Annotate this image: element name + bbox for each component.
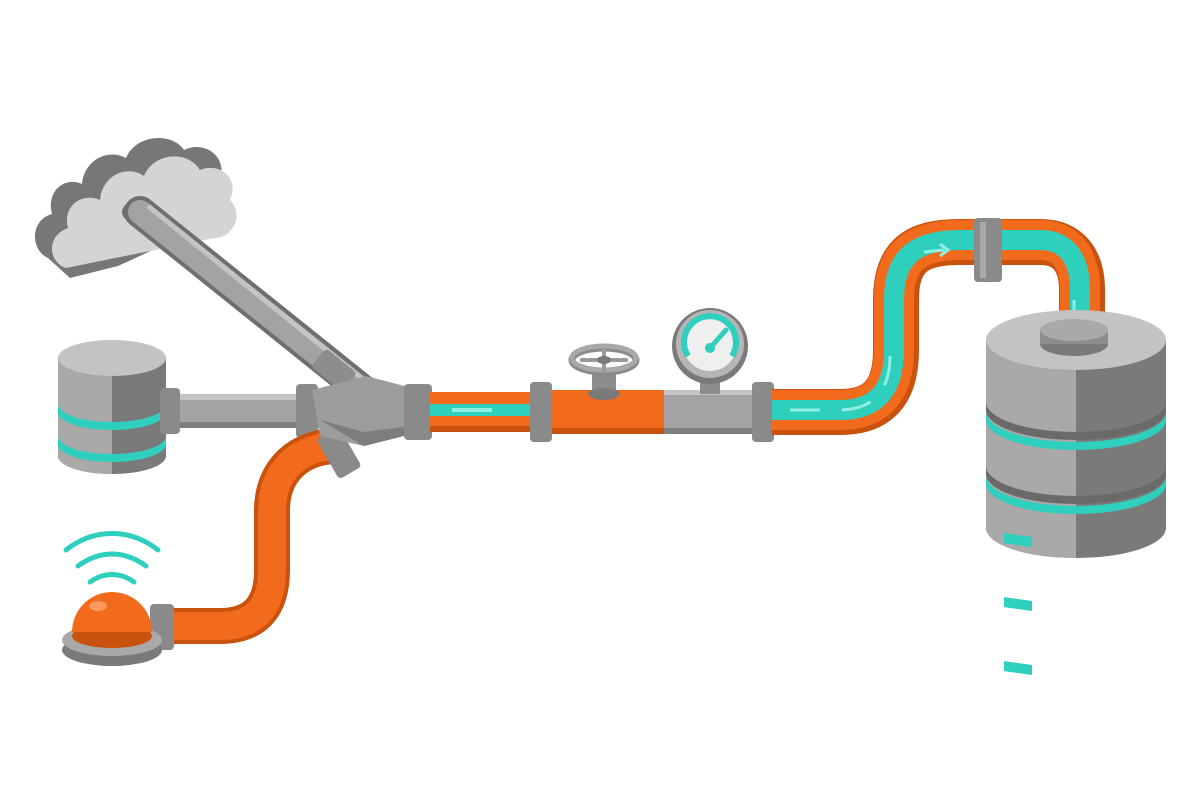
wireless-sensor-icon <box>62 531 162 666</box>
pipe-junction-icon <box>312 376 432 446</box>
main-pipe-segment-2 <box>772 218 1105 435</box>
gauge-section <box>664 382 774 442</box>
server-led <box>1004 597 1032 612</box>
valve-wheel-icon <box>568 343 640 400</box>
database-left-icon <box>58 340 166 474</box>
server-led <box>1004 661 1032 676</box>
sensor-pipe <box>150 428 361 650</box>
pressure-gauge-icon <box>672 308 748 394</box>
cloud-pipe <box>124 196 378 406</box>
server-stack-icon <box>986 310 1166 676</box>
valve-section <box>530 382 664 442</box>
main-pipe-segment-1 <box>430 392 534 432</box>
wifi-signal-icon <box>63 531 161 585</box>
server-led <box>1004 533 1032 548</box>
